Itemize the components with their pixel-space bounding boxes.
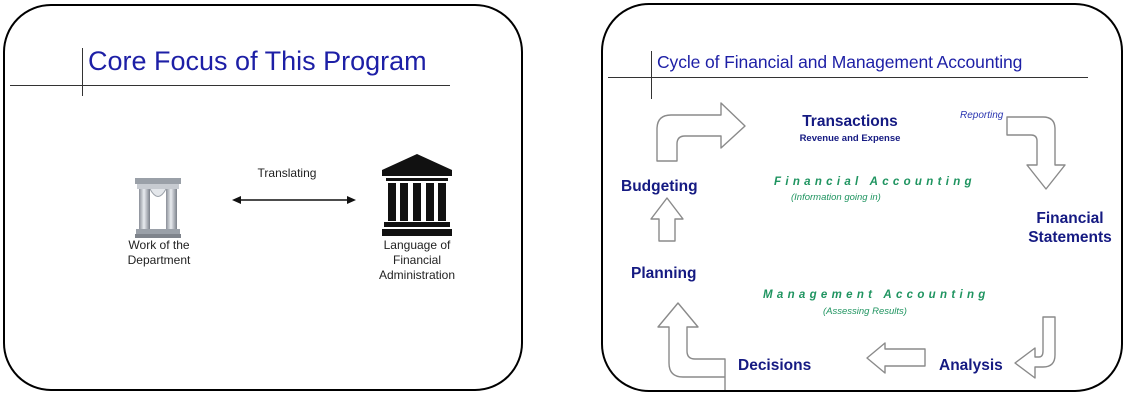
slide-accounting-cycle: Cycle of Financial and Management Accoun…	[601, 3, 1123, 392]
title-underline	[608, 77, 1088, 78]
financial-statements-line: Statements	[1028, 229, 1112, 246]
cycle-arrows	[650, 102, 1066, 390]
slide-title: Core Focus of This Program	[88, 46, 427, 76]
node-budgeting: Budgeting	[621, 178, 698, 195]
node-decisions: Decisions	[738, 357, 812, 374]
management-accounting-label: Management Accounting	[763, 289, 990, 301]
ionic-columns-icon	[135, 178, 181, 238]
translating-label: Translating	[257, 166, 317, 180]
financial-accounting-subtitle: (Information going in)	[791, 192, 881, 203]
slide-core-focus: Core Focus of This Program Work of the D…	[3, 4, 523, 391]
cycle-arrow-icon	[657, 302, 726, 390]
double-arrow-icon	[232, 196, 356, 204]
node-analysis: Analysis	[939, 357, 1003, 374]
financial-admin-caption: Language of Financial Administration	[369, 238, 465, 283]
node-transactions: Transactions	[802, 113, 898, 130]
title-underline	[10, 85, 450, 86]
department-caption: Work of the Department	[123, 238, 195, 268]
department-caption-line: Department	[127, 253, 191, 267]
financial-admin-caption-line: Language of	[383, 238, 451, 252]
cycle-arrow-icon	[1006, 116, 1066, 190]
financial-admin-caption-line: Administration	[378, 268, 456, 282]
node-planning: Planning	[631, 265, 697, 282]
cycle-arrow-icon	[866, 342, 926, 374]
transactions-subtitle: Revenue and Expense	[799, 133, 901, 144]
department-caption-line: Work of the	[128, 238, 190, 252]
cycle-arrow-icon	[656, 102, 746, 162]
financial-admin-caption-line: Financial	[392, 253, 442, 267]
management-accounting-subtitle: (Assessing Results)	[823, 306, 907, 317]
title-rule-vertical	[651, 51, 652, 99]
classical-building-icon	[382, 154, 452, 236]
node-financial-statements: Financial Statements	[1015, 209, 1121, 247]
slide-title: Cycle of Financial and Management Accoun…	[657, 52, 1023, 72]
reporting-label: Reporting	[960, 110, 1004, 121]
financial-statements-line: Financial	[1036, 210, 1104, 227]
financial-accounting-label: Financial Accounting	[774, 176, 976, 188]
title-rule-vertical	[82, 48, 83, 96]
cycle-arrow-icon	[1014, 316, 1056, 379]
cycle-arrow-icon	[650, 197, 684, 242]
